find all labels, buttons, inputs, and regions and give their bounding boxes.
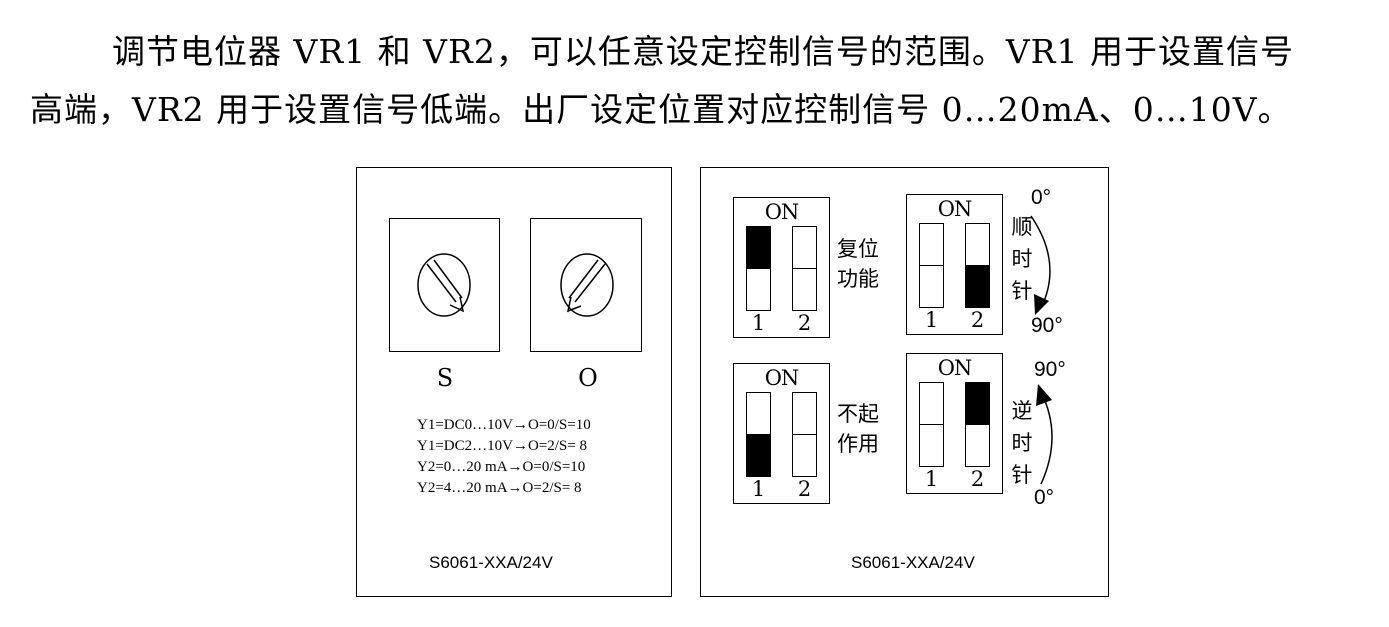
spec-line: Y2=0…20 mA→O=0/S=10 bbox=[417, 459, 586, 475]
clockwise-char: 时 bbox=[1011, 247, 1033, 271]
dip-on-label: ON bbox=[937, 356, 973, 380]
model-label: S6061-XXA/24V bbox=[429, 553, 553, 572]
degree-0-label: 0° bbox=[1031, 186, 1052, 209]
switch-number: 1 bbox=[751, 477, 766, 501]
switch-number: 2 bbox=[970, 308, 985, 332]
knob-o-label: O bbox=[578, 364, 598, 392]
knob-s-label: S bbox=[436, 364, 454, 392]
dip-switch-panel: ON 1 2 复位 功能 ON 1 2 ON 1 2 不起 作用 ON 1 2 … bbox=[700, 167, 1109, 597]
clockwise-arrowhead-icon bbox=[1034, 294, 1049, 315]
rotation-arrows bbox=[1030, 215, 1053, 485]
reset-function-label: 复位 功能 bbox=[837, 234, 879, 294]
spec-line: Y2=4…20 mA→O=2/S= 8 bbox=[417, 480, 582, 496]
degree-90-label: 90° bbox=[1034, 358, 1066, 381]
dip-switch-counterclockwise: ON 1 2 bbox=[906, 353, 1003, 494]
no-function-line: 作用 bbox=[837, 432, 879, 456]
dip-on-label: ON bbox=[764, 366, 800, 390]
spec-line: Y1=DC2…10V→O=2/S= 8 bbox=[417, 438, 587, 454]
knob-o-housing bbox=[530, 218, 642, 352]
reset-function-line: 功能 bbox=[837, 267, 879, 291]
switch-1[interactable] bbox=[919, 382, 944, 467]
dip-on-label: ON bbox=[937, 197, 973, 221]
clockwise-char: 顺 bbox=[1011, 215, 1033, 239]
knob-s-housing bbox=[389, 218, 500, 352]
no-function-line: 不起 bbox=[837, 402, 879, 426]
dip-switch-reset: ON 1 2 bbox=[733, 197, 830, 338]
switch-number: 2 bbox=[970, 467, 985, 491]
switch-2[interactable] bbox=[792, 226, 817, 311]
counterclockwise-char: 逆 bbox=[1011, 399, 1033, 423]
description-line-2: 高端，VR2 用于设置信号低端。出厂设定位置对应控制信号 0…20mA、0…10… bbox=[30, 90, 1292, 129]
switch-number: 2 bbox=[797, 311, 812, 335]
counterclockwise-char: 时 bbox=[1011, 431, 1033, 455]
dip-switch-no-function: ON 1 2 bbox=[733, 363, 830, 504]
counterclockwise-arrow-icon bbox=[1040, 391, 1053, 485]
degree-0-label: 0° bbox=[1034, 486, 1055, 509]
clockwise-arrow-icon bbox=[1030, 215, 1051, 309]
knob-o-icon[interactable] bbox=[531, 219, 643, 353]
model-label: S6061-XXA/24V bbox=[851, 553, 975, 572]
switch-1[interactable] bbox=[919, 223, 944, 308]
switch-2[interactable] bbox=[965, 382, 990, 467]
no-function-label: 不起 作用 bbox=[837, 399, 879, 459]
description-line-1: 调节电位器 VR1 和 VR2，可以任意设定控制信号的范围。VR1 用于设置信号 bbox=[112, 32, 1294, 71]
spec-line: Y1=DC0…10V→O=0/S=10 bbox=[417, 417, 591, 433]
clockwise-label: 顺 时 针 bbox=[1011, 211, 1033, 307]
clockwise-char: 针 bbox=[1011, 279, 1033, 303]
knob-s-icon[interactable] bbox=[390, 219, 501, 353]
dip-on-label: ON bbox=[764, 200, 800, 224]
counterclockwise-char: 针 bbox=[1011, 463, 1033, 487]
reset-function-line: 复位 bbox=[837, 237, 879, 261]
switch-2[interactable] bbox=[965, 223, 990, 308]
switch-1[interactable] bbox=[746, 226, 771, 311]
counterclockwise-label: 逆 时 针 bbox=[1011, 395, 1033, 491]
switch-number: 1 bbox=[751, 311, 766, 335]
switch-number: 1 bbox=[924, 308, 939, 332]
switch-1[interactable] bbox=[746, 392, 771, 477]
dip-switch-clockwise: ON 1 2 bbox=[906, 194, 1003, 335]
degree-90-label: 90° bbox=[1031, 314, 1063, 337]
switch-number: 1 bbox=[924, 467, 939, 491]
potentiometer-panel: S O Y1=DC0…10V→O=0/S=10 Y1=DC2…10V→O=2/S… bbox=[356, 167, 672, 597]
switch-2[interactable] bbox=[792, 392, 817, 477]
counterclockwise-arrowhead-icon bbox=[1036, 384, 1052, 406]
switch-number: 2 bbox=[797, 477, 812, 501]
